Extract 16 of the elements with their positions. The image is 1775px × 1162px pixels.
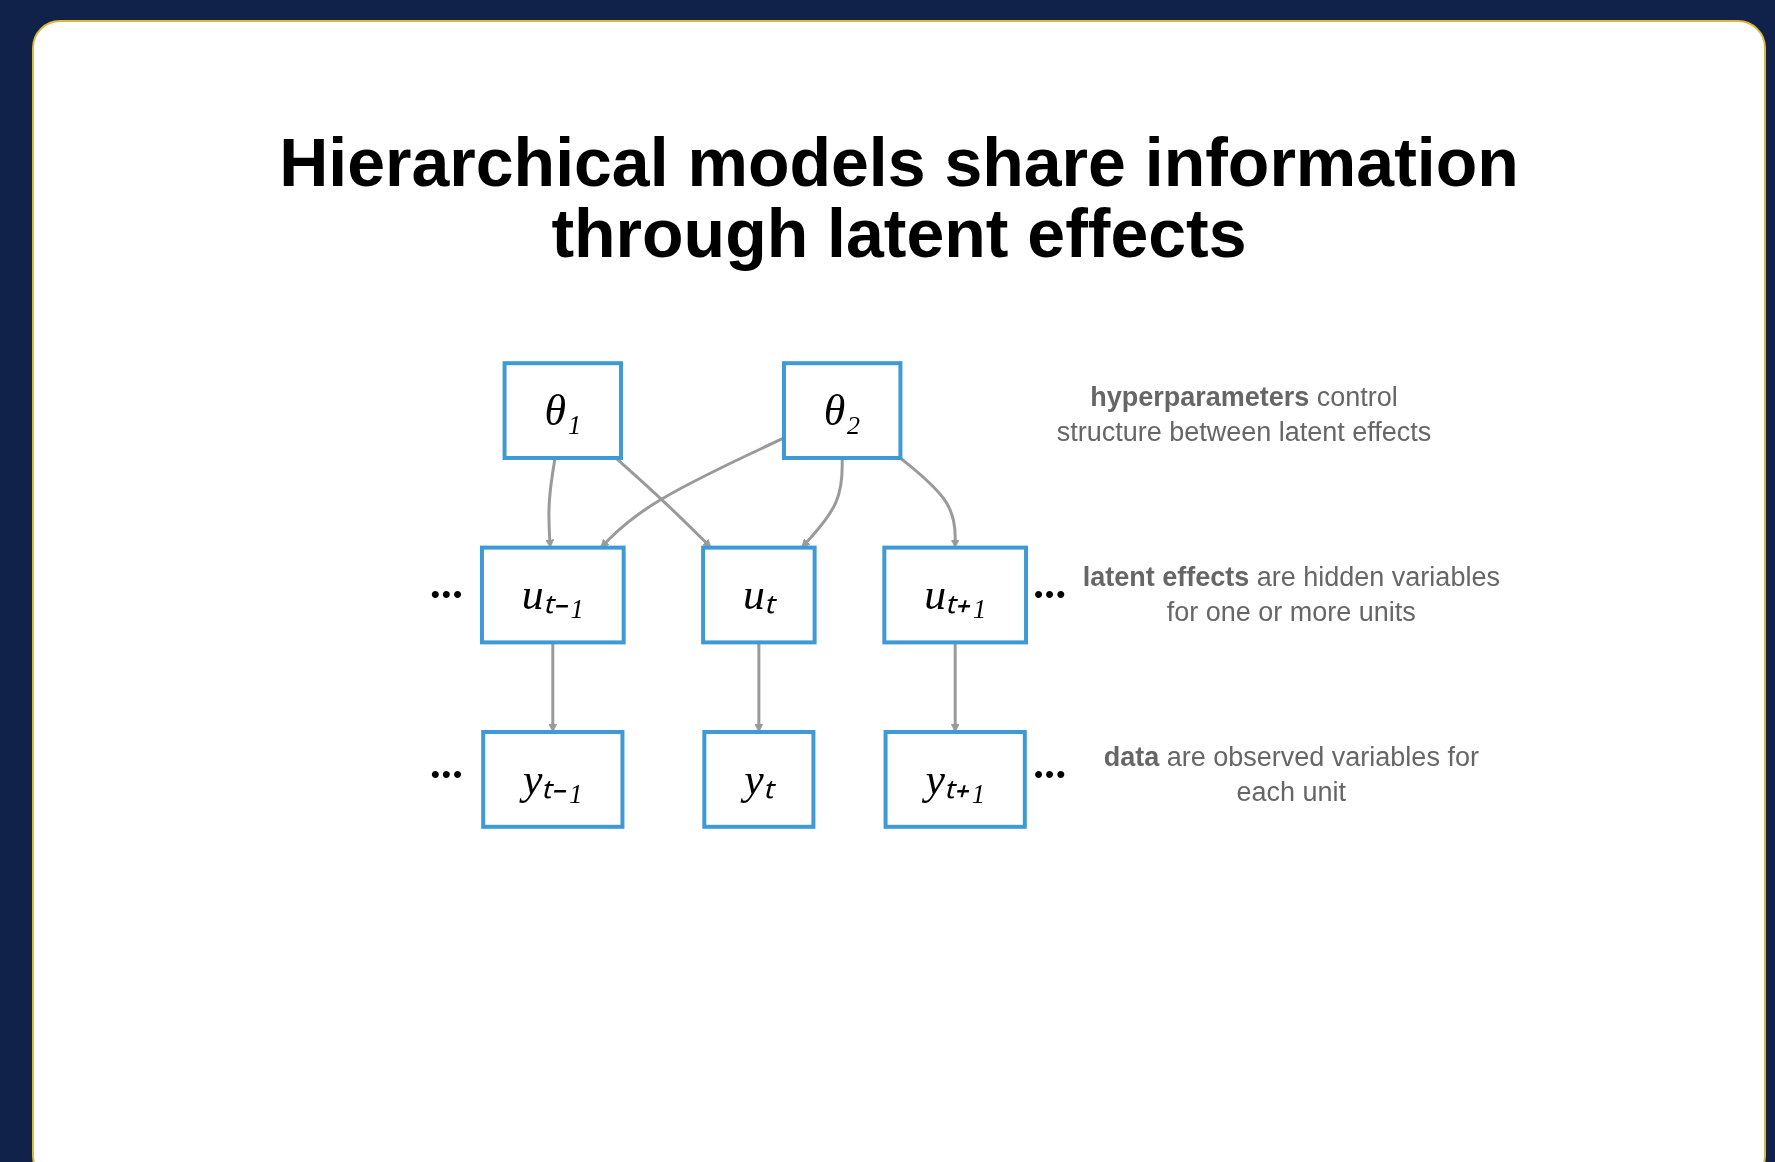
ellipsis: ••• (1034, 579, 1068, 611)
variable-box: uₜ₋₁ (480, 545, 626, 645)
variable-box: yₜ₋₁ (481, 729, 625, 829)
annotation-note: hyperparameters control structure between latent effects (1055, 380, 1433, 449)
ellipsis: ••• (1034, 759, 1068, 791)
ellipsis: ••• (430, 759, 464, 791)
annotation-note: data are observed variables for each unit (1102, 740, 1480, 809)
variable-box: θ₁ (502, 361, 623, 460)
ellipsis: ••• (430, 579, 464, 611)
title: Hierarchical models share information through latent effects (278, 127, 1520, 270)
annotation-note: latent effects are hidden variables for one or more units (1081, 560, 1501, 629)
variable-box: yₜ₊₁ (883, 729, 1027, 829)
variable-box: uₜ₊₁ (882, 545, 1028, 645)
variable-box: uₜ (701, 545, 817, 645)
variable-box: θ₂ (782, 361, 903, 460)
variable-box: yₜ (702, 729, 816, 829)
